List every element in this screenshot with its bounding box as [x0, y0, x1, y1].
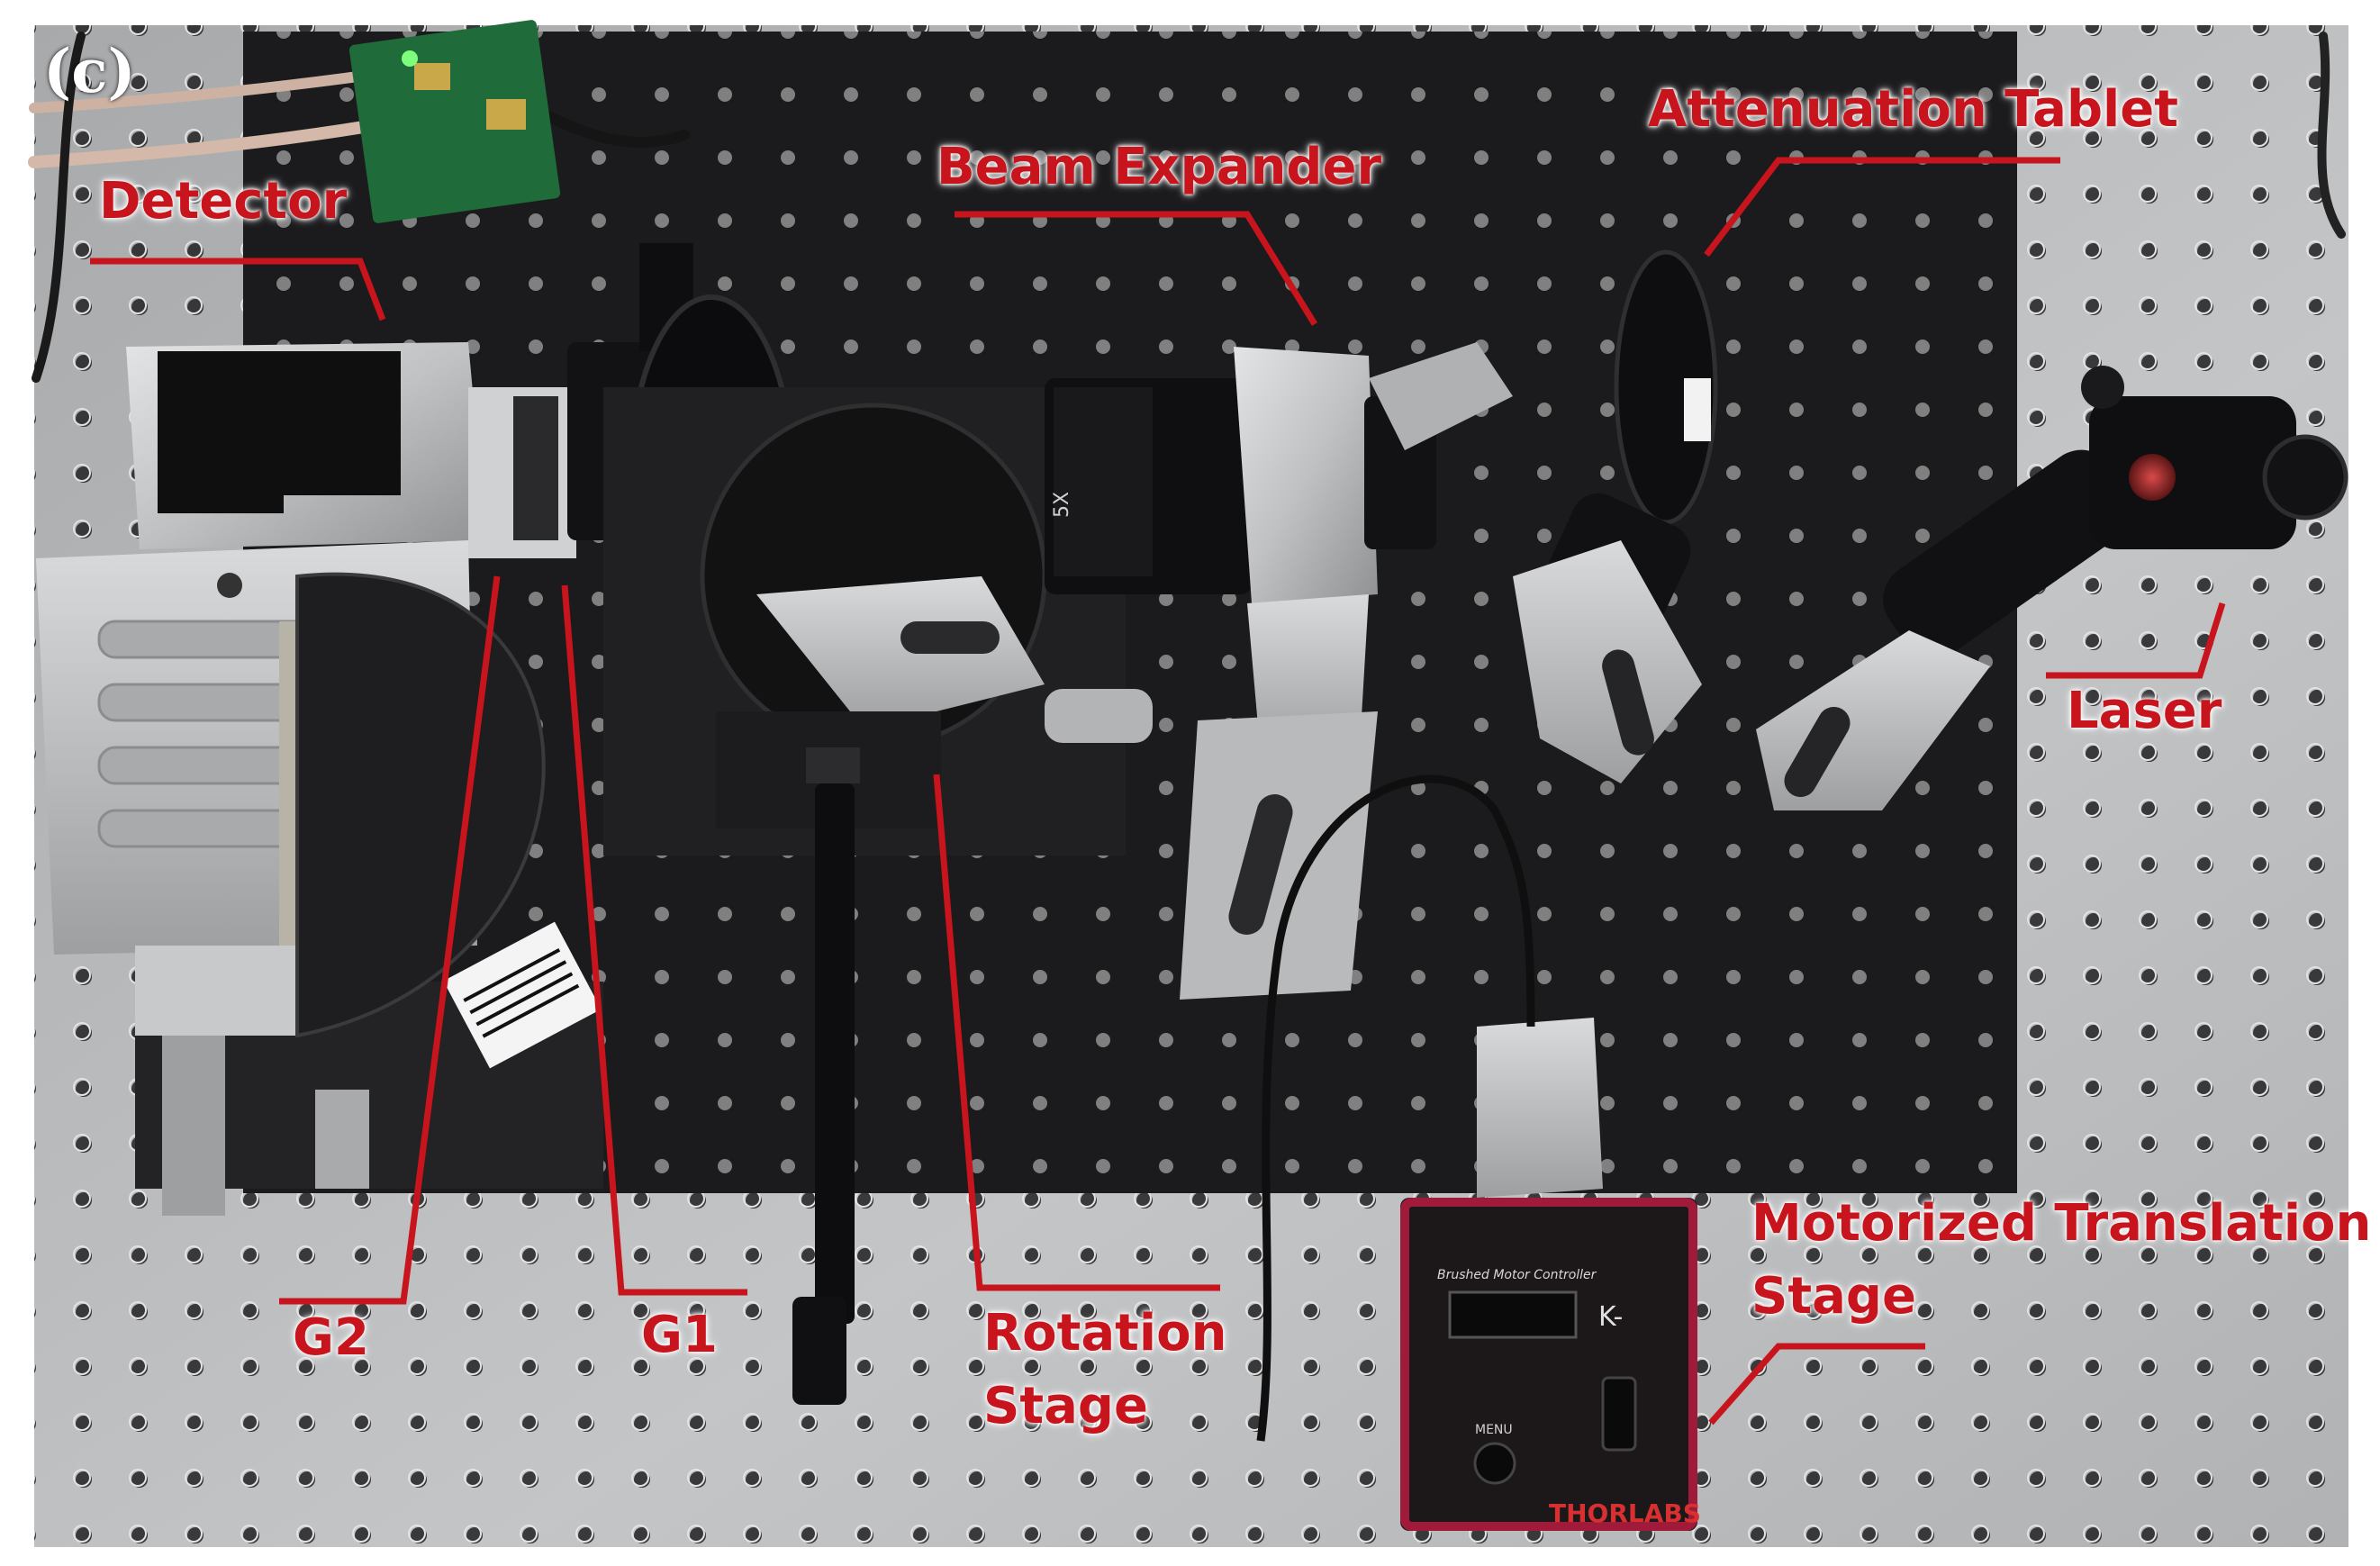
detector-label: Detector — [99, 172, 348, 231]
panel-tag: (c) — [43, 36, 136, 106]
motor-controller: Brushed Motor Controller K- MENU THORLAB… — [1256, 774, 1701, 1531]
circuit-board — [348, 20, 561, 223]
detector-leader — [90, 258, 386, 321]
rotation-stage-label-line1: Rotation — [983, 1304, 1227, 1362]
attenuation-tablet-leader — [1704, 157, 2060, 258]
controller-logo: K- — [1598, 1301, 1623, 1333]
thorlabs-brand: THORLABS — [1549, 1498, 1701, 1528]
rotation-stage-label-line2: Stage — [983, 1377, 1148, 1436]
g2-label: G2 — [293, 1308, 369, 1367]
motorized-stage-leader — [1708, 1343, 1925, 1426]
expander-magnification-mark: 5X — [1051, 492, 1073, 518]
laser-assembly — [1756, 366, 2348, 810]
beam-expander-leader — [955, 211, 1317, 326]
laser-label: Laser — [2067, 682, 2222, 740]
rotation-stage-leader — [933, 774, 1220, 1291]
laser-leader — [2046, 602, 2226, 679]
rotation-stage-label: Rotation Stage — [983, 1297, 1226, 1443]
annotation-lines — [90, 157, 2226, 1426]
motorized-translation-stage-label: Motorized Translation Stage — [1751, 1187, 2371, 1333]
attenuation-tablet-label: Attenuation Tablet — [1648, 80, 2178, 139]
rotation-stage — [603, 387, 1153, 1405]
menu-button-label: MENU — [1475, 1423, 1513, 1437]
g1-label: G1 — [641, 1306, 718, 1364]
motorized-label-line1: Motorized Translation — [1751, 1194, 2372, 1253]
g1-leader — [561, 584, 747, 1296]
motorized-label-line2: Stage — [1751, 1267, 1916, 1326]
beam-expander-label: Beam Expander — [937, 138, 1382, 196]
attenuation-tablet — [1513, 249, 1718, 783]
controller-header-text: Brushed Motor Controller — [1437, 1268, 1597, 1282]
g2-leader — [279, 575, 501, 1305]
beam-expander: 5X — [1045, 342, 1513, 1000]
